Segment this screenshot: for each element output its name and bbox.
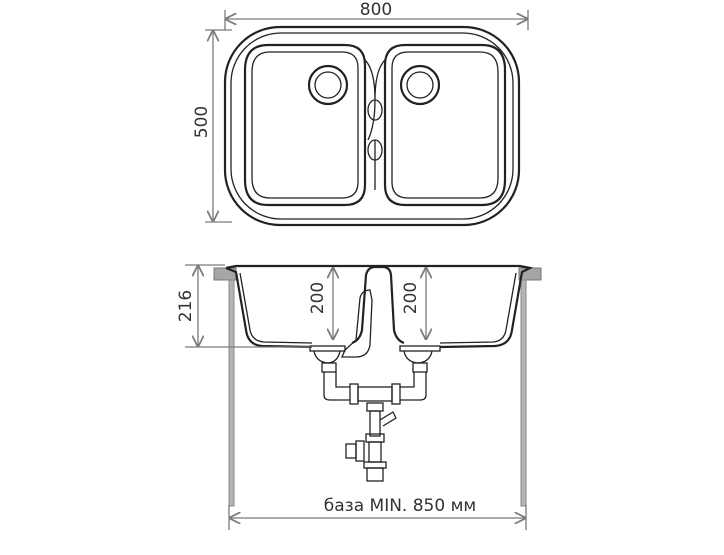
width-label: 800 <box>360 0 392 20</box>
right-bowl-depth-label: 200 <box>401 282 421 314</box>
top-view <box>223 25 521 227</box>
right-cabinet-wall <box>520 279 527 507</box>
left-cabinet-wall <box>228 279 235 507</box>
left-bowl-depth-label: 200 <box>308 282 328 314</box>
right-drain <box>399 64 441 106</box>
cabinet-label: база MIN. 850 мм <box>324 496 476 516</box>
total-height-label: 216 <box>176 290 196 322</box>
depth-label: 500 <box>192 106 212 138</box>
side-view <box>225 264 534 482</box>
left-drain <box>307 64 349 106</box>
right-bowl <box>383 43 507 207</box>
left-bowl <box>243 43 367 207</box>
